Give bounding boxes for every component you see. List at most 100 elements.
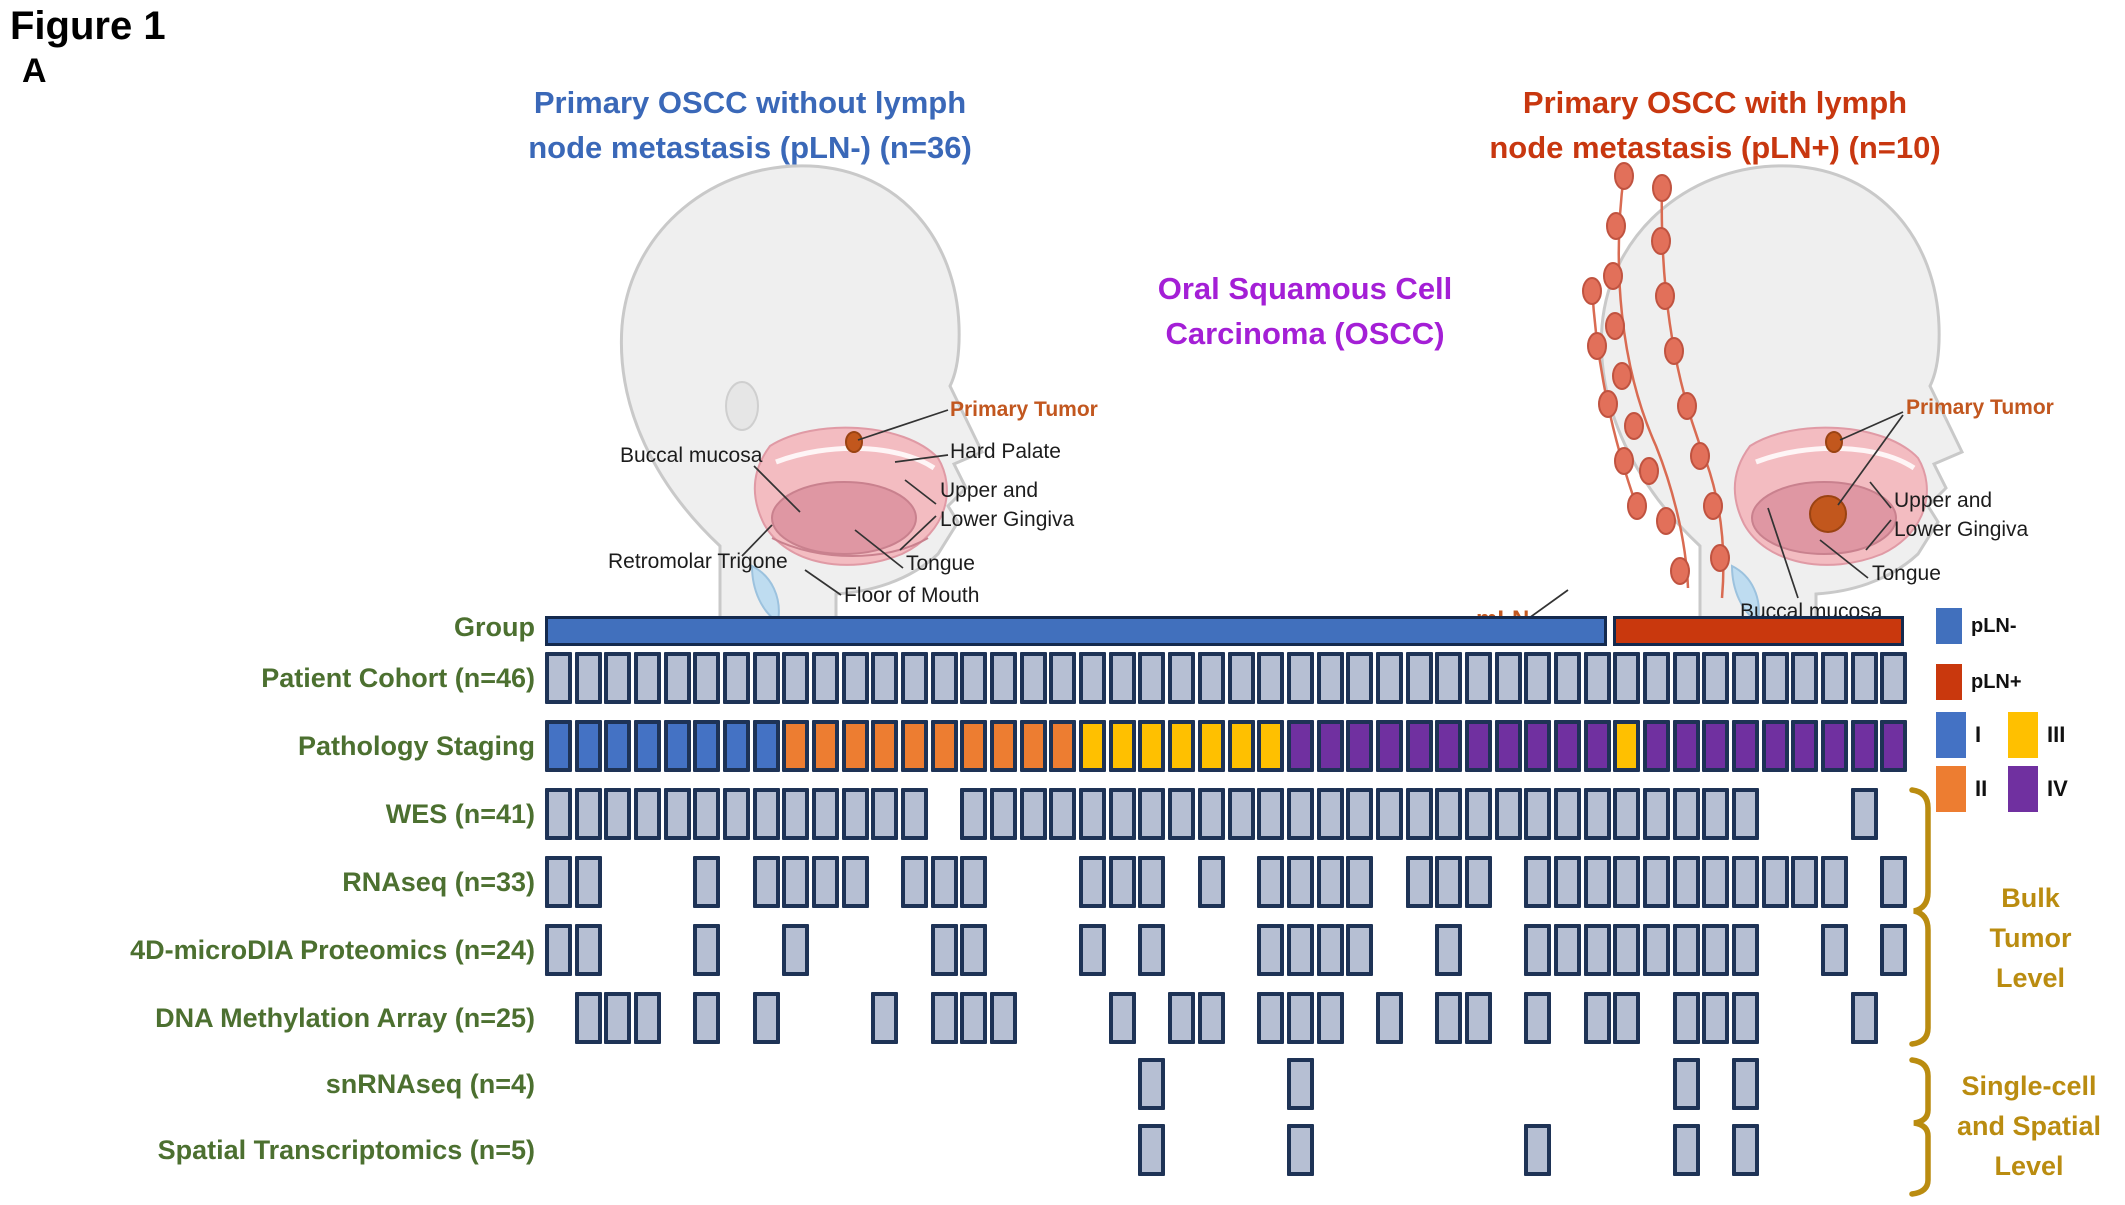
legend-pln-plus: pLN+ bbox=[1936, 664, 2022, 700]
matrix-cell-wes-col34 bbox=[1524, 788, 1552, 840]
matrix-cell-rnaseq-col23 bbox=[1197, 856, 1225, 908]
matrix-cell-patient-col35 bbox=[1553, 652, 1581, 704]
matrix-cell-rnaseq-col40 bbox=[1702, 856, 1730, 908]
ear bbox=[725, 381, 759, 431]
legend-pln-minus: pLN- bbox=[1936, 608, 2017, 644]
matrix-cell-proteomics-col39 bbox=[1672, 924, 1700, 976]
matrix-cell-wes-col25 bbox=[1257, 788, 1285, 840]
matrix-cell-rnaseq-col43 bbox=[1791, 856, 1819, 908]
matrix-cell-staging-col21 bbox=[1138, 720, 1166, 772]
matrix-cell-spatial-col21 bbox=[1138, 1124, 1166, 1176]
matrix-cell-patient-col42 bbox=[1761, 652, 1789, 704]
matrix-cell-patient-col40 bbox=[1702, 652, 1730, 704]
mouth-line bbox=[771, 537, 929, 557]
matrix-cell-rnaseq-col35 bbox=[1553, 856, 1581, 908]
matrix-cell-staging-col2 bbox=[574, 720, 602, 772]
matrix-cell-proteomics-col35 bbox=[1553, 924, 1581, 976]
matrix-cell-patient-col29 bbox=[1375, 652, 1403, 704]
palate-curve bbox=[775, 445, 936, 471]
group-bar-pLN- bbox=[545, 616, 1608, 646]
matrix-cell-dnameth-col37 bbox=[1613, 992, 1641, 1044]
matrix-cell-staging-col19 bbox=[1079, 720, 1107, 772]
panel-label: A bbox=[22, 52, 47, 90]
matrix-cell-rnaseq-col26 bbox=[1286, 856, 1314, 908]
matrix-cell-rnaseq-col32 bbox=[1464, 856, 1492, 908]
epiglottis bbox=[750, 564, 780, 624]
label-primary-tumor-left: Primary Tumor bbox=[950, 398, 1098, 421]
matrix-cell-wes-col4 bbox=[634, 788, 662, 840]
legend-stage-3-label: III bbox=[2047, 722, 2066, 747]
matrix-cell-dnameth-col20 bbox=[1108, 992, 1136, 1044]
matrix-cell-staging-col45 bbox=[1850, 720, 1878, 772]
matrix-cell-dnameth-col15 bbox=[960, 992, 988, 1044]
matrix-cell-rnaseq-col46 bbox=[1880, 856, 1908, 908]
label-buccal-mucosa-left: Buccal mucosa bbox=[620, 444, 763, 467]
matrix-cell-proteomics-col27 bbox=[1316, 924, 1344, 976]
matrix-cell-wes-col35 bbox=[1553, 788, 1581, 840]
matrix-cell-patient-col3 bbox=[604, 652, 632, 704]
matrix-cell-wes-col8 bbox=[752, 788, 780, 840]
matrix-cell-rnaseq-col21 bbox=[1138, 856, 1166, 908]
matrix-cell-rnaseq-col15 bbox=[960, 856, 988, 908]
matrix-cell-rnaseq-col30 bbox=[1405, 856, 1433, 908]
legend-stage-3: III bbox=[2008, 712, 2065, 758]
matrix-cell-wes-col13 bbox=[901, 788, 929, 840]
matrix-cell-wes-col18 bbox=[1049, 788, 1077, 840]
label-tongue-left: Tongue bbox=[906, 552, 975, 575]
title-pln-minus-line1: Primary OSCC without lymph bbox=[533, 85, 967, 120]
matrix-cell-proteomics-col28 bbox=[1346, 924, 1374, 976]
bulk-tumor-level-label: Bulk Tumor Level bbox=[1989, 883, 2072, 993]
legend-stage-4: IV bbox=[2008, 766, 2068, 812]
matrix-cell-wes-col27 bbox=[1316, 788, 1344, 840]
legend-stage-2-label: II bbox=[1975, 776, 1988, 801]
matrix-cell-wes-col11 bbox=[841, 788, 869, 840]
matrix-cell-wes-col10 bbox=[812, 788, 840, 840]
matrix-cell-staging-col17 bbox=[1019, 720, 1047, 772]
matrix-cell-staging-col39 bbox=[1672, 720, 1700, 772]
matrix-cell-wes-col5 bbox=[663, 788, 691, 840]
matrix-cell-staging-col18 bbox=[1049, 720, 1077, 772]
matrix-cell-wes-col45 bbox=[1850, 788, 1878, 840]
matrix-cell-patient-col39 bbox=[1672, 652, 1700, 704]
matrix-cell-wes-col6 bbox=[693, 788, 721, 840]
label-tongue-right: Tongue bbox=[1872, 562, 1941, 585]
row-label-wes: WES (n=41) bbox=[385, 799, 535, 829]
matrix-cell-staging-col26 bbox=[1286, 720, 1314, 772]
label-gingiva-right: Upper and Lower Gingiva bbox=[1894, 489, 2029, 541]
oral-cavity bbox=[753, 426, 948, 566]
matrix-cell-wes-col17 bbox=[1019, 788, 1047, 840]
matrix-cell-wes-col33 bbox=[1494, 788, 1522, 840]
matrix-cell-rnaseq-col34 bbox=[1524, 856, 1552, 908]
matrix-cell-rnaseq-col28 bbox=[1346, 856, 1374, 908]
matrix-cell-patient-col44 bbox=[1820, 652, 1848, 704]
matrix-cell-rnaseq-col37 bbox=[1613, 856, 1641, 908]
tumor-spot bbox=[1825, 431, 1843, 453]
row-label-dnameth: DNA Methylation Array (n=25) bbox=[155, 1003, 535, 1033]
row-label-spatial: Spatial Transcriptomics (n=5) bbox=[157, 1135, 535, 1165]
matrix-cell-staging-col14 bbox=[930, 720, 958, 772]
matrix-cell-staging-col24 bbox=[1227, 720, 1255, 772]
title-oscc-line2: Carcinoma (OSCC) bbox=[1165, 316, 1445, 351]
matrix-cell-dnameth-col2 bbox=[574, 992, 602, 1044]
matrix-cell-staging-col27 bbox=[1316, 720, 1344, 772]
tumor-spot bbox=[845, 431, 863, 453]
matrix-cell-dnameth-col31 bbox=[1435, 992, 1463, 1044]
matrix-cell-patient-col18 bbox=[1049, 652, 1077, 704]
matrix-cell-staging-col7 bbox=[723, 720, 751, 772]
matrix-cell-wes-col26 bbox=[1286, 788, 1314, 840]
matrix-cell-wes-col28 bbox=[1346, 788, 1374, 840]
matrix-cell-wes-col12 bbox=[871, 788, 899, 840]
matrix-cell-wes-col41 bbox=[1731, 788, 1759, 840]
matrix-cell-patient-col32 bbox=[1464, 652, 1492, 704]
matrix-cell-staging-col33 bbox=[1494, 720, 1522, 772]
matrix-cell-patient-col30 bbox=[1405, 652, 1433, 704]
matrix-cell-wes-col21 bbox=[1138, 788, 1166, 840]
matrix-cell-spatial-col39 bbox=[1672, 1124, 1700, 1176]
matrix-cell-staging-col38 bbox=[1642, 720, 1670, 772]
matrix-cell-rnaseq-col11 bbox=[841, 856, 869, 908]
matrix-cell-proteomics-col19 bbox=[1079, 924, 1107, 976]
matrix-cell-wes-col32 bbox=[1464, 788, 1492, 840]
matrix-cell-patient-col9 bbox=[782, 652, 810, 704]
matrix-cell-patient-col20 bbox=[1108, 652, 1136, 704]
matrix-cell-proteomics-col26 bbox=[1286, 924, 1314, 976]
